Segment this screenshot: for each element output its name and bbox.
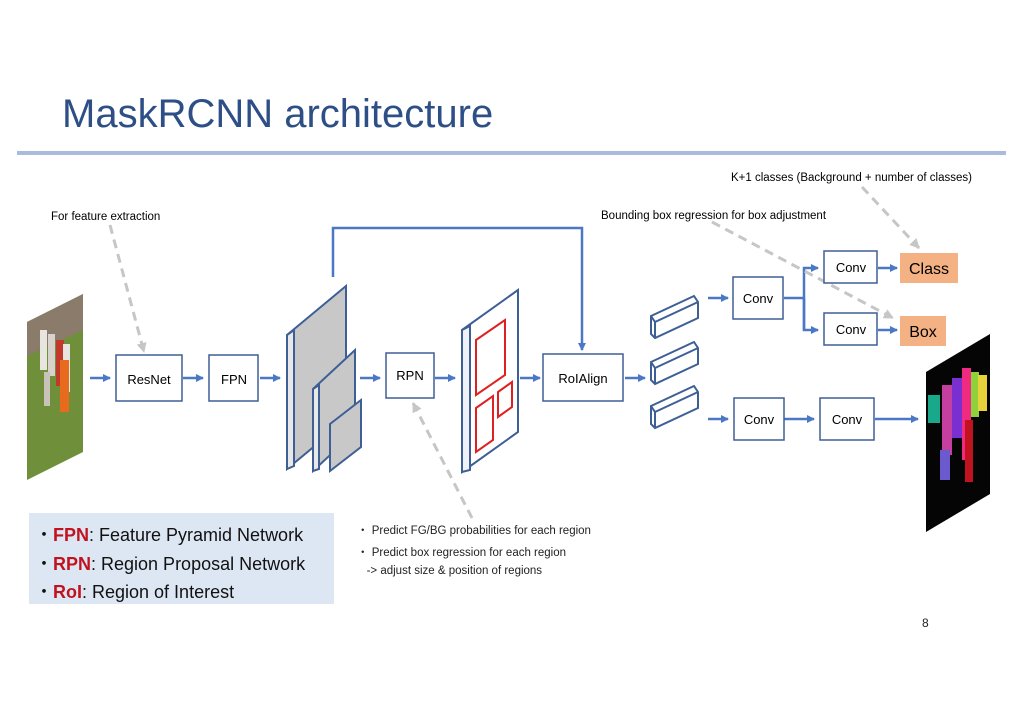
page-number: 8 [922,616,929,630]
region-proposals [461,288,519,474]
annotation-arrow-rpn [411,402,474,519]
conv-mask2-block: Conv [819,397,875,441]
conv-box-block: Conv [823,312,878,346]
mask-output-image [926,334,990,532]
resnet-block: ResNet [115,354,183,402]
box-output: Box [900,316,946,346]
roi-feature-blocks [650,294,699,430]
annotation-classes: K+1 classes (Background + number of clas… [731,172,972,184]
roialign-block: RoIAlign [542,353,624,402]
conv-mask1-label: Conv [744,412,775,427]
rpn-block: RPN [385,352,435,399]
annotation-feature-extraction: For feature extraction [51,211,160,223]
annotation-arrow-feature-extraction [108,224,147,353]
fpn-label: FPN [221,372,247,387]
fpn-block: FPN [208,354,259,402]
annotation-bbox-regression: Bounding box regression for box adjustme… [601,210,827,222]
legend-item-roi: ・RoI: Region of Interest [35,582,235,602]
roialign-label: RoIAlign [558,371,607,386]
legend-term: FPN [53,525,89,545]
legend-term: RPN [53,554,92,574]
class-output-label: Class [909,261,949,278]
class-output: Class [900,253,958,283]
rpn-note-2: ・ Predict box regression for each region [357,547,567,559]
legend-desc: : Feature Pyramid Network [89,525,304,545]
conv-mask2-label: Conv [832,412,863,427]
resnet-label: ResNet [127,372,171,387]
conv-box-label: Conv [836,322,867,337]
rpn-note-1: ・ Predict FG/BG probabilities for each r… [357,525,591,537]
abbreviation-legend: ・FPN: Feature Pyramid Network ・RPN: Regi… [29,513,334,604]
arrow-to-conv-box [802,298,819,334]
annotation-arrow-bbox-regression [711,220,894,320]
legend-desc: : Region Proposal Network [91,554,306,574]
conv-class-label: Conv [836,260,867,275]
legend-item-rpn: ・RPN: Region Proposal Network [35,554,306,574]
legend-desc: : Region of Interest [82,582,235,602]
annotation-arrow-classes [860,185,921,250]
conv-top-block: Conv [732,276,784,320]
rpn-note-3: -> adjust size & position of regions [357,565,543,577]
title-underline [17,151,1006,155]
input-image [27,294,83,480]
arrow-to-conv-class [802,264,819,330]
rpn-label: RPN [396,368,423,383]
feature-pyramid [286,283,362,474]
box-output-label: Box [909,324,937,341]
conv-mask1-block: Conv [733,397,785,441]
legend-item-fpn: ・FPN: Feature Pyramid Network [35,525,304,545]
arrow-features-to-roialign [331,226,586,351]
slide-title: MaskRCNN architecture [62,92,494,136]
conv-top-label: Conv [743,291,774,306]
conv-class-block: Conv [823,250,878,284]
legend-term: RoI [53,582,82,602]
